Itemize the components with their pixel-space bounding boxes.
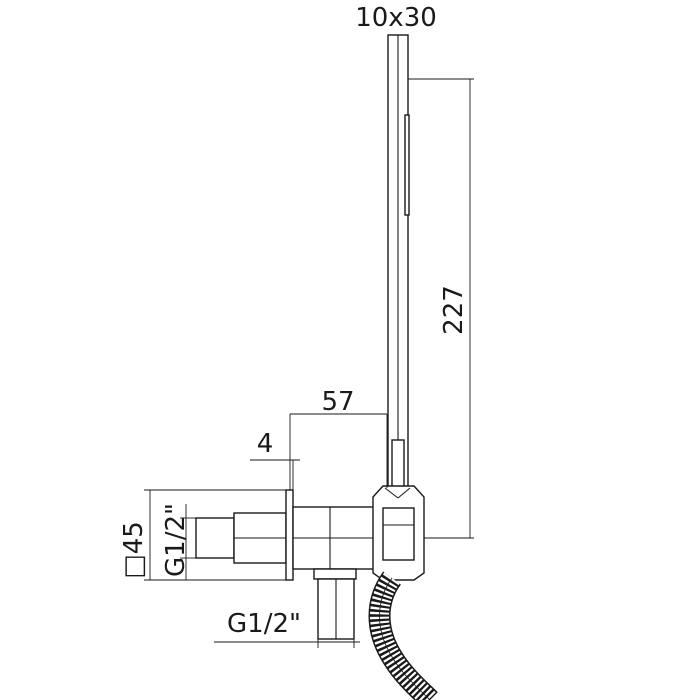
dim-handle-section-label: 10x30 bbox=[355, 3, 437, 33]
holder-clamp bbox=[382, 507, 415, 561]
handle-neck bbox=[391, 439, 405, 491]
dim-wall-thread-label: G1/2" bbox=[161, 503, 191, 577]
dim-plate-thickness-label: 4 bbox=[257, 429, 274, 459]
dim-outlet-thread-label: G1/2" bbox=[227, 609, 301, 639]
dim-handle-section: 10x30 bbox=[355, 3, 437, 33]
wall-connection bbox=[195, 489, 294, 581]
dim-outlet-thread: G1/2" bbox=[214, 609, 360, 648]
outlet-nut bbox=[313, 568, 357, 580]
dim-plate-thickness: 4 bbox=[250, 429, 300, 490]
dim-height: 227 bbox=[408, 78, 474, 539]
hand-shower bbox=[387, 34, 410, 496]
wall-plate bbox=[285, 489, 294, 581]
wall-inlet-thread bbox=[195, 517, 235, 559]
dim-wall-thread: G1/2" bbox=[161, 503, 196, 580]
hose-outlet bbox=[313, 568, 357, 640]
dim-projection: 57 bbox=[289, 387, 388, 490]
handle-spray-slot bbox=[404, 114, 410, 216]
holder-body bbox=[292, 485, 425, 581]
flexible-hose bbox=[368, 571, 438, 700]
dim-plate-square: □45 bbox=[119, 489, 286, 581]
dim-projection-label: 57 bbox=[321, 387, 354, 417]
dim-plate-square-label: □45 bbox=[119, 521, 149, 579]
dim-height-label: 227 bbox=[439, 285, 469, 335]
